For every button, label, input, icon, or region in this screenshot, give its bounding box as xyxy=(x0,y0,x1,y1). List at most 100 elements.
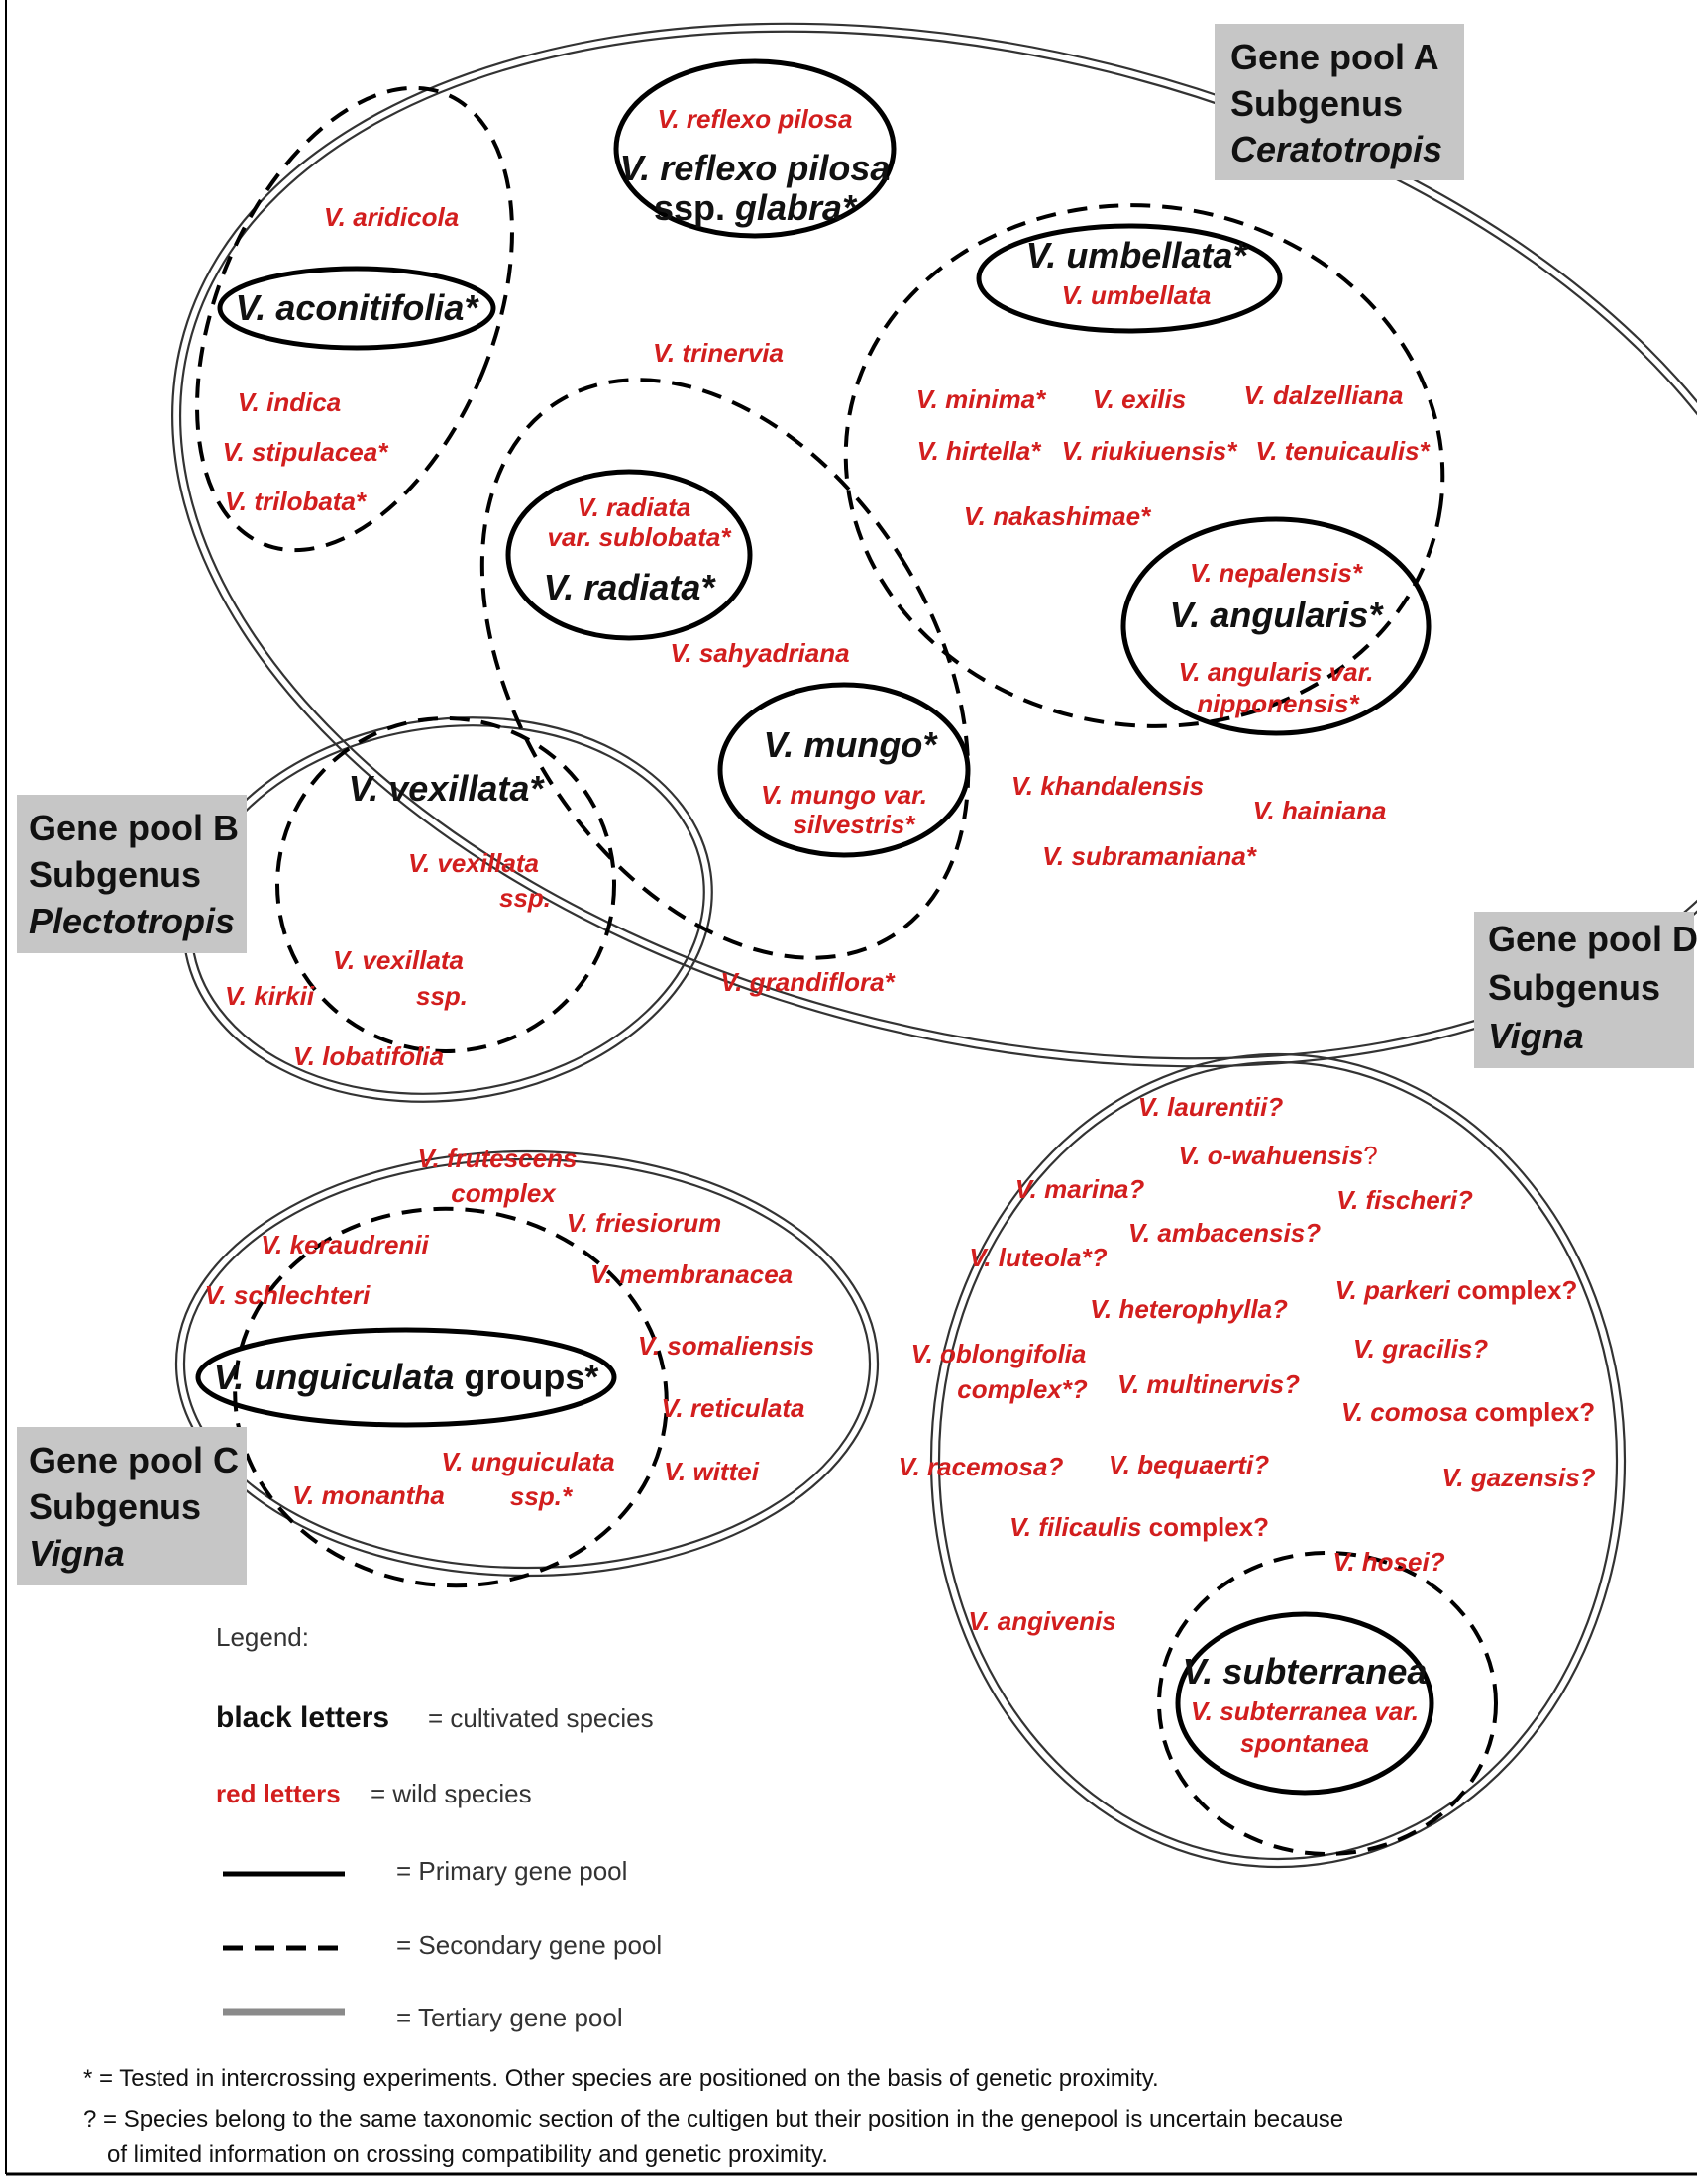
primary-pool-reflexo-pilosa xyxy=(613,58,897,239)
species-gazensis: V. gazensis? xyxy=(1441,1463,1595,1492)
species-parkeri-complex: V. parkeri complex? xyxy=(1335,1275,1578,1305)
species-oblongifolia-line2: complex*? xyxy=(957,1374,1088,1404)
species-trinervia: V. trinervia xyxy=(653,338,784,368)
species-unguiculata-groups: V. unguiculata groups* xyxy=(214,1357,599,1397)
tertiary-pool-d xyxy=(929,1052,1627,1869)
secondary-pool-aconitifolia xyxy=(195,85,514,553)
species-angivenis: V. angivenis xyxy=(968,1606,1115,1636)
species-khandalensis: V. khandalensis xyxy=(1011,771,1204,801)
primary-pool-angularis xyxy=(1120,516,1432,736)
species-ambacensis: V. ambacensis? xyxy=(1128,1218,1321,1248)
species-membranacea: V. membranacea xyxy=(590,1259,793,1289)
gene-pool-c-name: Vigna xyxy=(29,1533,125,1574)
species-angularis-var-line2: nipponensis* xyxy=(1197,689,1360,718)
legend-red-letters: red letters xyxy=(216,1779,341,1808)
legend: Legend: black letters = cultivated speci… xyxy=(216,1622,662,2032)
gene-pool-d-label: Gene pool D Subgenus Vigna xyxy=(1474,912,1697,1068)
species-nakashimae: V. nakashimae* xyxy=(964,501,1152,531)
species-bequaerti: V. bequaerti? xyxy=(1109,1450,1269,1479)
species-vexillata-ssp2-line2: ssp. xyxy=(416,981,468,1011)
gene-pool-c-subgenus: Subgenus xyxy=(29,1486,201,1527)
primary-pool-mungo xyxy=(717,682,971,858)
species-o-wahuensis: V. o-wahuensis? xyxy=(1178,1141,1377,1170)
species-vexillata-ssp1-line1: V. vexillata xyxy=(408,848,539,878)
species-frutescens-line2: complex xyxy=(451,1178,557,1208)
gene-pool-a-subgenus: Subgenus xyxy=(1230,83,1403,124)
species-vexillata: V. vexillata* xyxy=(349,768,546,809)
species-friesiorum: V. friesiorum xyxy=(567,1208,722,1238)
species-aconitifolia: V. aconitifolia* xyxy=(236,287,480,328)
species-laurentii: V. laurentii? xyxy=(1138,1092,1284,1122)
species-reticulata: V. reticulata xyxy=(661,1393,804,1423)
legend-black-letters: black letters xyxy=(216,1701,389,1734)
species-somaliensis: V. somaliensis xyxy=(638,1331,814,1361)
secondary-pool-radiata-mungo xyxy=(479,378,971,960)
species-umbellata-cultivated: V. umbellata* xyxy=(1026,235,1249,275)
species-hirtella: V. hirtella* xyxy=(917,436,1043,466)
species-trilobata: V. trilobata* xyxy=(225,487,368,516)
species-subramaniana: V. subramaniana* xyxy=(1042,841,1258,871)
species-sahyadriana: V. sahyadriana xyxy=(670,638,849,668)
secondary-pool-umbellata-angularis xyxy=(843,203,1445,728)
gene-pool-b-label: Gene pool B Subgenus Plectotropis xyxy=(17,795,247,953)
species-reflexo-pilosa-cultivated: V. reflexo pilosa xyxy=(620,148,891,188)
gene-pool-c-title: Gene pool C xyxy=(29,1440,239,1480)
gene-pool-d-name: Vigna xyxy=(1488,1016,1584,1056)
species-tenuicaulis: V. tenuicaulis* xyxy=(1255,436,1431,466)
legend-black-description: = cultivated species xyxy=(428,1703,654,1733)
species-mungo-var-line1: V. mungo var. xyxy=(761,780,927,810)
species-vexillata-ssp1-line2: ssp. xyxy=(499,883,551,913)
species-indica: V. indica xyxy=(238,387,342,417)
species-radiata-var-line1: V. radiata xyxy=(578,492,691,522)
species-oblongifolia-line1: V. oblongifolia xyxy=(911,1339,1087,1368)
species-reflexo-pilosa-wild: V. reflexo pilosa xyxy=(657,104,852,134)
species-hosei: V. hosei? xyxy=(1332,1547,1444,1577)
gene-pool-c-label: Gene pool C Subgenus Vigna xyxy=(17,1427,247,1585)
species-nepalensis: V. nepalensis* xyxy=(1190,558,1364,588)
species-grandiflora: V. grandiflora* xyxy=(720,967,896,997)
species-gracilis: V. gracilis? xyxy=(1353,1334,1488,1364)
species-marina: V. marina? xyxy=(1015,1174,1145,1204)
gene-pool-b-title: Gene pool B xyxy=(29,808,239,848)
gene-pool-a-name: Ceratotropis xyxy=(1230,129,1442,169)
species-umbellata-wild: V. umbellata xyxy=(1062,280,1212,310)
primary-pool-aconitifolia xyxy=(217,266,496,351)
legend-primary-label: = Primary gene pool xyxy=(396,1856,627,1886)
primary-pool-umbellata xyxy=(976,223,1283,334)
legend-red-description: = wild species xyxy=(371,1779,532,1808)
gene-pool-a-title: Gene pool A xyxy=(1230,37,1439,77)
species-radiata: V. radiata* xyxy=(544,567,717,607)
gene-pool-b-subgenus: Subgenus xyxy=(29,854,201,895)
species-comosa-complex: V. comosa complex? xyxy=(1341,1397,1595,1427)
secondary-pool-unguiculata xyxy=(233,1206,669,1588)
species-unguiculata-ssp-line2: ssp.* xyxy=(510,1481,574,1511)
species-racemosa: V. racemosa? xyxy=(899,1452,1064,1481)
primary-pool-subterranea xyxy=(1175,1611,1434,1796)
species-stipulacea: V. stipulacea* xyxy=(223,437,390,467)
species-kirkii: V. kirkii xyxy=(225,981,315,1011)
species-angularis-var-line1: V. angularis var. xyxy=(1178,657,1373,687)
gene-pool-a-label: Gene pool A Subgenus Ceratotropis xyxy=(1215,24,1464,180)
gene-pool-d-subgenus: Subgenus xyxy=(1488,967,1660,1008)
species-heterophylla: V. heterophylla? xyxy=(1090,1294,1288,1324)
species-monantha: V. monantha xyxy=(292,1480,445,1510)
species-lobatifolia: V. lobatifolia xyxy=(293,1041,444,1071)
secondary-pool-subterranea xyxy=(1157,1551,1498,1856)
legend-secondary-label: = Secondary gene pool xyxy=(396,1930,662,1960)
legend-title: Legend: xyxy=(216,1622,309,1652)
footnote-asterisk: * = Tested in intercrossing experiments.… xyxy=(83,2065,1159,2092)
species-vexillata-ssp2-line1: V. vexillata xyxy=(333,945,464,975)
species-wittei: V. wittei xyxy=(664,1457,760,1486)
species-frutescens-line1: V. frutescens xyxy=(418,1144,578,1173)
species-mungo-var-line2: silvestris* xyxy=(794,810,917,839)
species-angularis: V. angularis* xyxy=(1170,595,1385,635)
species-mungo: V. mungo* xyxy=(764,724,939,765)
species-subterranea-var-line1: V. subterranea var. xyxy=(1191,1696,1419,1726)
primary-pool-radiata xyxy=(505,469,753,641)
footnote-question-line2: of limited information on crossing compa… xyxy=(107,2141,828,2168)
footnote-question-line1: ? = Species belong to the same taxonomic… xyxy=(83,2106,1343,2132)
species-aridicola: V. aridicola xyxy=(324,202,459,232)
gene-pool-b-name: Plectotropis xyxy=(29,901,235,941)
species-filicaulis-complex: V. filicaulis complex? xyxy=(1009,1512,1269,1542)
species-keraudrenii: V. keraudrenii xyxy=(261,1230,429,1259)
